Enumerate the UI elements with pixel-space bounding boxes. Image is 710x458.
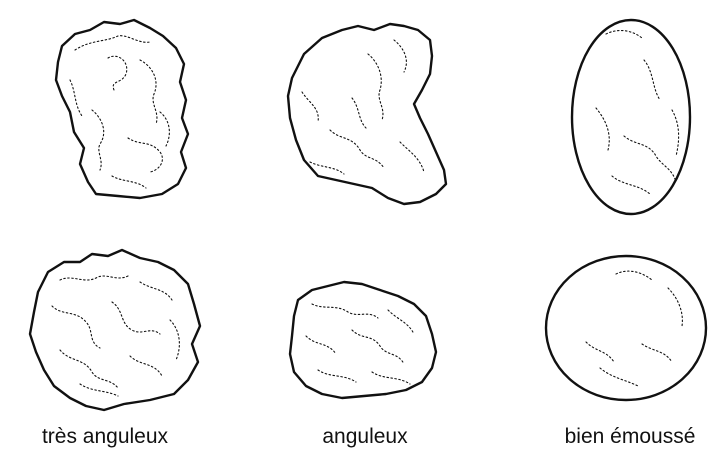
- grain-outline: [546, 256, 706, 400]
- caption-well-rounded: bien émoussé: [565, 426, 696, 447]
- grain-outline: [30, 250, 200, 410]
- grain-outline: [56, 20, 188, 198]
- grain-outline: [288, 24, 446, 204]
- very-angular-grain-top: [56, 20, 188, 198]
- caption-very-angular: très anguleux: [42, 426, 168, 447]
- angular-grain-bottom: [290, 282, 436, 398]
- very-angular-grain-bottom: [30, 250, 200, 410]
- well-rounded-grain-top: [572, 20, 690, 214]
- well-rounded-grain-bottom: [546, 256, 706, 400]
- grain-outline: [290, 282, 436, 398]
- caption-angular: anguleux: [322, 426, 407, 447]
- angular-grain-top: [288, 24, 446, 204]
